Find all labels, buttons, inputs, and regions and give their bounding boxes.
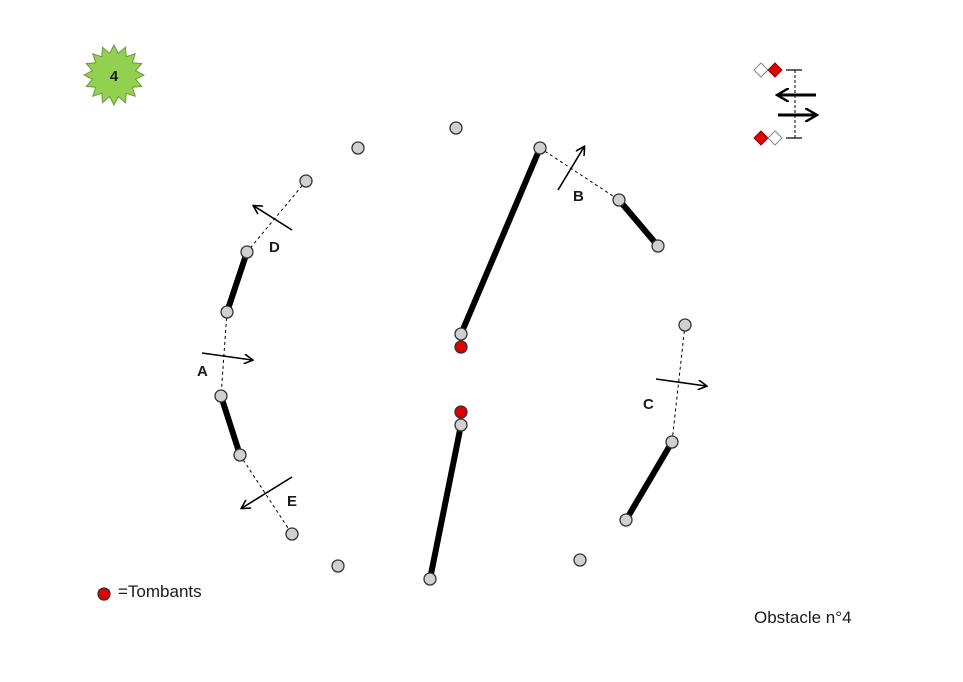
post <box>233 448 247 462</box>
legend-text: =Tombants <box>118 582 202 601</box>
gate-arrows <box>201 147 706 508</box>
post <box>351 141 365 155</box>
post <box>240 245 254 259</box>
post <box>678 318 692 332</box>
post <box>220 305 234 319</box>
gate-label-e: E <box>287 493 297 510</box>
obstacle-number-badge: 4 <box>82 43 146 107</box>
rail <box>427 424 464 580</box>
post <box>454 327 468 341</box>
gate-label-b: B <box>573 188 584 205</box>
post <box>651 239 665 253</box>
legend: =Tombants <box>97 582 202 601</box>
rail <box>458 146 543 336</box>
arrow-icon <box>655 378 706 386</box>
gate-label-c: C <box>643 396 654 413</box>
post <box>665 435 679 449</box>
rail <box>616 198 661 248</box>
post <box>619 513 633 527</box>
starburst-icon <box>82 43 146 107</box>
rail <box>218 395 243 456</box>
white-flag-icon <box>753 62 769 78</box>
falling-post <box>454 405 468 419</box>
white-flag-icon <box>767 130 783 146</box>
post <box>299 174 313 188</box>
arrow-icon <box>254 206 293 231</box>
post <box>454 418 468 432</box>
red-flag-icon <box>753 130 769 146</box>
falling-post <box>454 340 468 354</box>
post <box>612 193 626 207</box>
post <box>573 553 587 567</box>
post <box>331 559 345 573</box>
direction-flags-symbol <box>753 62 816 146</box>
post <box>449 121 463 135</box>
gate-lines <box>220 147 686 535</box>
post <box>423 572 437 586</box>
gate-label-a: A <box>197 363 208 380</box>
rails <box>218 146 675 580</box>
arrow-icon <box>557 147 584 191</box>
post <box>214 389 228 403</box>
rail <box>623 440 675 522</box>
red-flag-icon <box>767 62 783 78</box>
post <box>285 527 299 541</box>
legend-falling-post-dot <box>97 587 111 601</box>
badge-number: 4 <box>110 68 119 85</box>
posts <box>214 121 692 586</box>
post <box>533 141 547 155</box>
rail <box>224 251 250 313</box>
arrow-icon <box>201 352 252 360</box>
arrow-icon <box>242 476 293 508</box>
gate-label-d: D <box>269 239 280 256</box>
gate-labels: D A E B C <box>197 188 654 510</box>
obstacle-caption: Obstacle n°4 <box>754 608 852 627</box>
